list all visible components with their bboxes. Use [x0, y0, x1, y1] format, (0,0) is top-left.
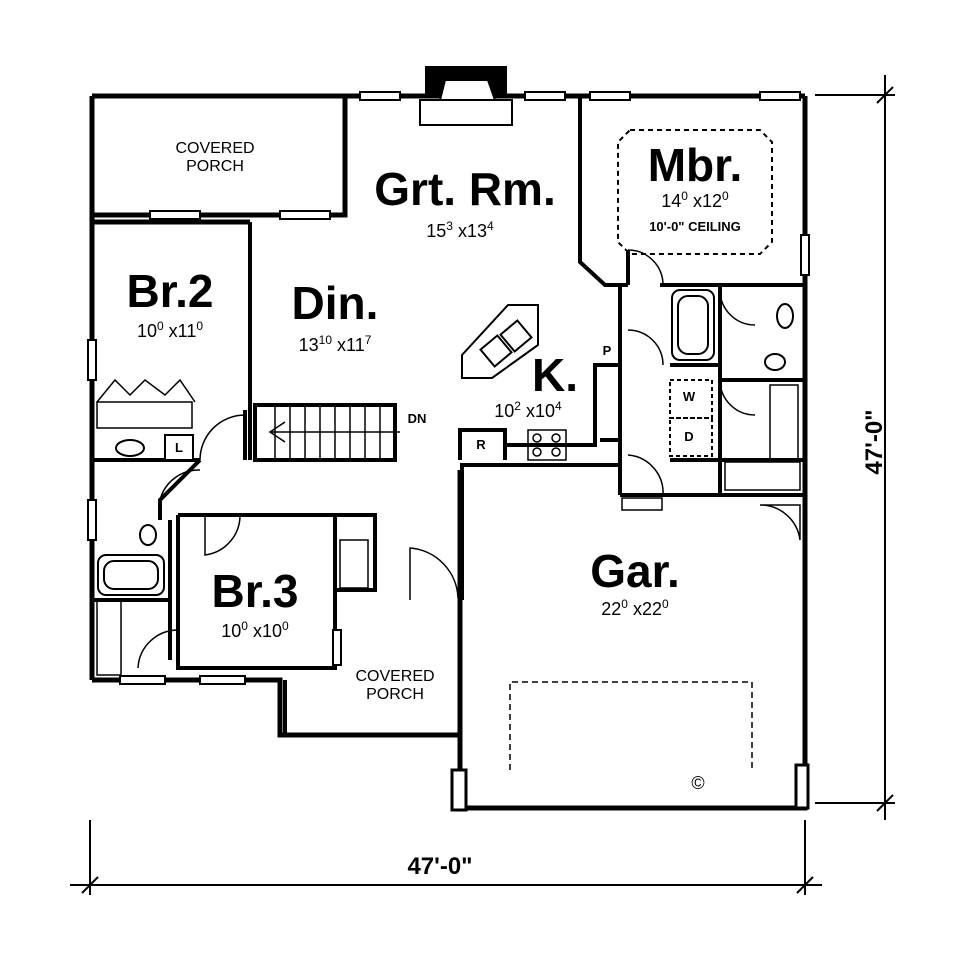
- master-bedroom-dimensions: 140 x120: [661, 189, 729, 211]
- covered-porch-top-line1: COVERED: [175, 140, 255, 157]
- din-w-sup: 10: [318, 333, 332, 347]
- exterior-walls: [89, 93, 808, 811]
- range: [527, 429, 567, 461]
- dryer-label: D: [684, 429, 694, 444]
- garage-dimensions: 220 x220: [601, 597, 669, 619]
- interior-walls: [92, 96, 805, 735]
- stairs: [268, 405, 400, 460]
- br2-h-sup: 0: [196, 319, 204, 333]
- covered-porch-front-line2: PORCH: [366, 686, 424, 703]
- bedroom-2-label: Br.2: [126, 265, 214, 317]
- fireplace: [419, 66, 513, 126]
- covered-porch-top-line2: PORCH: [186, 158, 244, 175]
- mbr-w: 14: [661, 191, 682, 211]
- bedroom-3-dimensions: 100 x100: [221, 619, 289, 641]
- dining-dimensions: 1310 x117: [298, 333, 372, 355]
- br2-w-sup: 0: [156, 319, 164, 333]
- mbr-w-sup: 0: [681, 189, 688, 203]
- gar-w: 22: [601, 599, 622, 619]
- covered-porch-top-label: COVERED PORCH: [150, 140, 280, 176]
- k-h: 10: [535, 401, 556, 421]
- garage-door-outline: [509, 681, 753, 770]
- overall-width: 47'-0": [407, 853, 473, 880]
- garage-corners: [450, 763, 810, 812]
- dining-label: Din.: [291, 277, 379, 329]
- garage-label: Gar.: [590, 545, 680, 597]
- linen-label: L: [175, 440, 183, 455]
- dimension-lines: [70, 75, 895, 895]
- great-room-label: Grt. Rm.: [374, 163, 556, 215]
- gar-w-sup: 0: [621, 597, 628, 611]
- master-bedroom-label: Mbr.: [647, 139, 743, 191]
- kitchen-label: K.: [532, 349, 578, 401]
- gar-h: 22: [642, 599, 663, 619]
- bedroom-3-label: Br.3: [211, 565, 299, 617]
- copyright-mark: ©: [691, 773, 705, 793]
- refrigerator-label: R: [476, 437, 486, 452]
- great-room-w-sup: 3: [446, 219, 453, 233]
- overall-depth: 47'-0": [861, 409, 888, 475]
- pantry-label: P: [602, 343, 612, 358]
- covered-porch-front-line1: COVERED: [355, 668, 435, 685]
- din-h: 11: [346, 335, 365, 355]
- k-w-sup: 2: [514, 399, 521, 413]
- windows: [87, 91, 810, 685]
- din-w: 13: [298, 335, 319, 355]
- br3-w-sup: 0: [241, 619, 248, 633]
- k-w: 10: [494, 401, 515, 421]
- bath-fixtures: [97, 289, 794, 596]
- br3-h: 10: [262, 621, 283, 641]
- master-bedroom-ceiling: 10'-0" CEILING: [649, 219, 741, 234]
- great-room-h: 13: [467, 221, 488, 241]
- kitchen-dimensions: 102 x104: [494, 399, 562, 421]
- stairs-down-label: DN: [407, 411, 427, 426]
- great-room-w: 15: [426, 221, 447, 241]
- k-h-sup: 4: [555, 399, 562, 413]
- covered-porch-front-label: COVERED PORCH: [330, 668, 460, 704]
- gar-h-sup: 0: [662, 597, 669, 611]
- bedroom-2-dimensions: 100 x110: [136, 319, 204, 341]
- br3-h-sup: 0: [282, 619, 289, 633]
- mbr-h-sup: 0: [722, 189, 729, 203]
- mbr-h: 12: [702, 191, 723, 211]
- din-h-sup: 7: [364, 333, 372, 347]
- br2-h: 11: [177, 321, 197, 341]
- mbr-tray-ceiling: [617, 129, 773, 255]
- br3-w: 10: [221, 621, 242, 641]
- br2-w: 10: [136, 321, 157, 341]
- great-room-dimensions: 153 x134: [426, 219, 494, 241]
- closets: [96, 378, 801, 676]
- washer-label: W: [682, 389, 696, 404]
- great-room-h-sup: 4: [487, 219, 494, 233]
- doors: [137, 249, 801, 669]
